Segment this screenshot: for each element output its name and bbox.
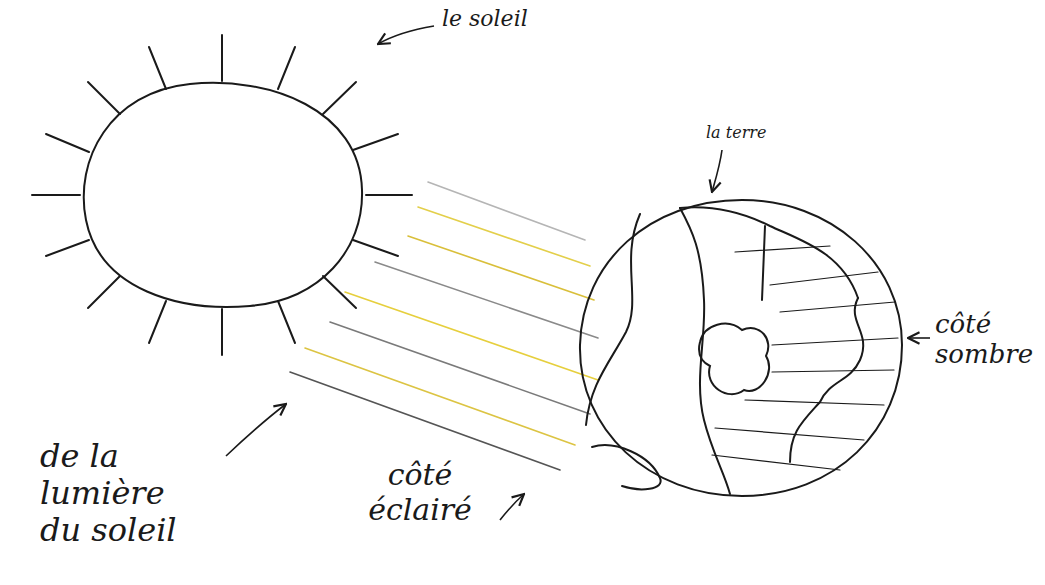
dark-side-label: côté sombre: [935, 310, 1040, 370]
sunlight-label: de la lumière du soleil: [40, 438, 215, 548]
leader-arrow: [908, 337, 930, 339]
leader-arrow: [226, 404, 286, 456]
shadow-hatching: [712, 246, 898, 470]
sun-label: le soleil: [442, 6, 528, 31]
coastline: [699, 324, 769, 394]
coastline: [592, 445, 661, 489]
earth-outline: [580, 200, 902, 496]
leader-arrow: [378, 26, 434, 44]
coastline: [762, 226, 765, 300]
coastline: [680, 207, 858, 298]
light-rays: [290, 182, 598, 470]
leader-arrows: [226, 26, 930, 520]
sun-rays: [32, 35, 412, 355]
sun-disc: [84, 83, 362, 307]
leader-arrow: [500, 494, 524, 520]
earth-label: la terre: [706, 124, 766, 142]
coastline: [680, 208, 730, 494]
sun: [32, 35, 412, 355]
leader-arrow: [712, 150, 722, 192]
earth: [580, 200, 902, 496]
lit-side-label: côté éclairé: [345, 458, 495, 527]
coastline: [586, 214, 640, 425]
